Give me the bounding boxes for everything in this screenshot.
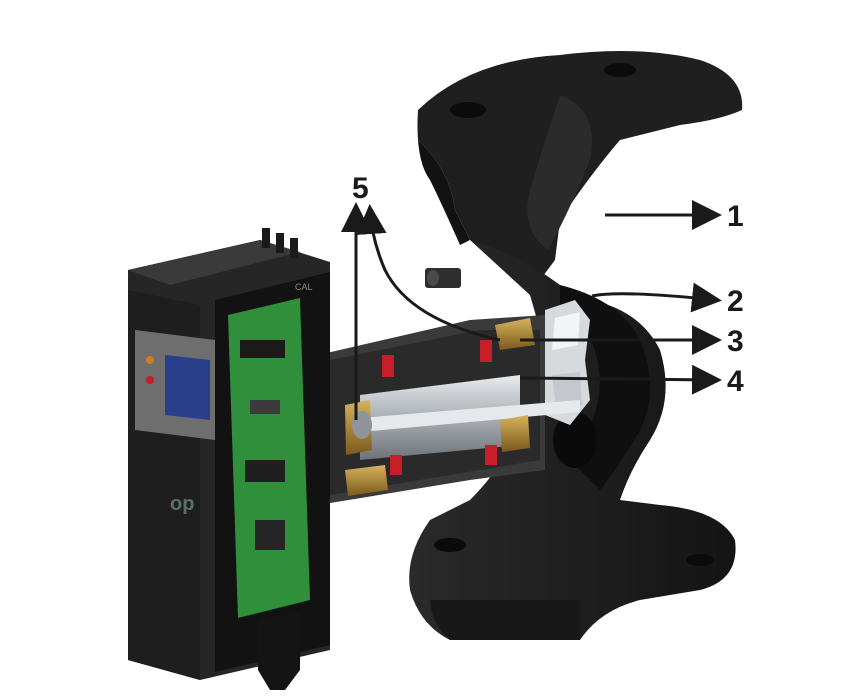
callout-label-4: 4	[727, 365, 744, 398]
callout-leaders	[341, 200, 722, 420]
control-module: CAL op	[128, 228, 330, 690]
callout-4-leader	[519, 364, 722, 395]
motor-assembly	[318, 268, 580, 505]
callout-labels: 1 2 3 4 5	[352, 172, 744, 398]
callout-label-2: 2	[727, 285, 744, 318]
callout-label-3: 3	[727, 325, 744, 358]
device-brand-label: op	[170, 493, 194, 515]
callout-label-5: 5	[352, 172, 369, 205]
callout-label-1: 1	[727, 200, 744, 233]
device-top-label: CAL	[295, 282, 313, 292]
callout-5-leader-b	[356, 204, 501, 342]
callout-2-leader	[591, 282, 722, 313]
